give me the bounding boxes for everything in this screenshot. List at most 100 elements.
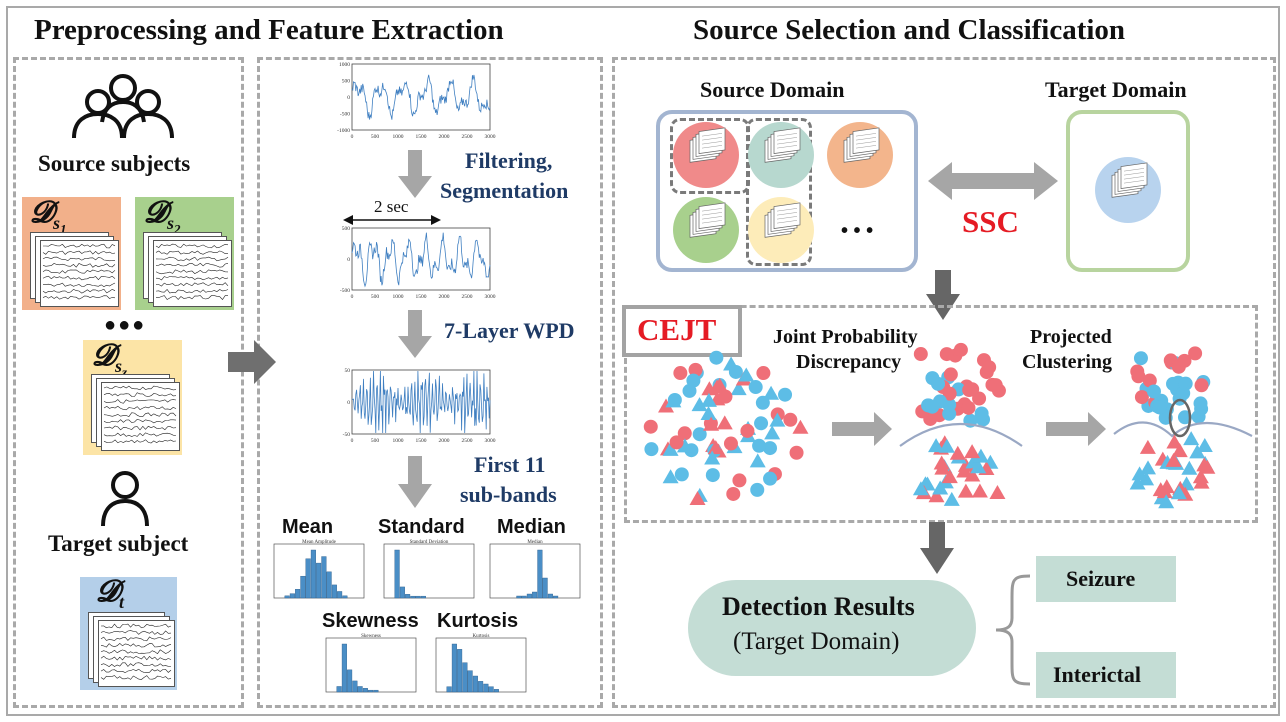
sample-dot: [953, 342, 968, 357]
feature-kurtosis: Kurtosis: [437, 610, 519, 632]
sample-triangle: [676, 438, 693, 453]
seizure-label: Seizure: [1066, 566, 1136, 591]
source-domain-circle: [748, 122, 814, 188]
sample-triangle: [933, 455, 950, 470]
sample-dot: [677, 426, 692, 441]
interictal-box: [1036, 652, 1176, 698]
sample-triangle: [938, 438, 955, 453]
sample-dot: [931, 376, 946, 391]
step-segmentation: Segmentation: [440, 178, 569, 203]
hist-bar: [295, 589, 301, 599]
seg-signal-ytick: 0: [347, 257, 350, 263]
sample-triangle: [700, 405, 717, 420]
raw-signal-ytick: -1000: [337, 128, 350, 134]
sample-dot: [943, 367, 958, 382]
hist-bar: [362, 688, 368, 693]
sample-triangle: [749, 453, 766, 468]
subband-signal-xtick: 3000: [485, 438, 496, 444]
arrow-down-icon: [398, 310, 432, 358]
sample-dot: [1178, 376, 1193, 391]
seg-signal-ytick: 500: [342, 226, 351, 232]
sample-triangle: [703, 416, 720, 431]
sample-triangle: [928, 438, 945, 453]
sample-triangle: [1166, 434, 1183, 449]
arrow-down-icon: [926, 270, 960, 320]
projected-curve: [1113, 421, 1253, 438]
source-domain-label: Source Domain: [700, 77, 845, 102]
subband-signal-xtick: 2000: [439, 438, 450, 444]
hist-bar: [516, 595, 522, 599]
hist-frame: [489, 543, 581, 599]
target-domain-label: Target Domain: [1045, 77, 1187, 102]
subband-signal-xtick: 0: [351, 438, 354, 444]
raw-signal-xtick: 2000: [439, 134, 450, 140]
raw-signal-xtick: 0: [351, 134, 354, 140]
hist-bar: [394, 549, 400, 599]
hist-title: Standard Deviation: [410, 540, 449, 545]
sample-triangle: [1170, 485, 1187, 500]
sample-triangle: [928, 488, 945, 503]
sample-dot: [705, 468, 720, 483]
sample-triangle: [941, 469, 958, 484]
sample-triangle: [971, 483, 988, 498]
sample-triangle: [1165, 452, 1182, 467]
cejt-badge: [622, 305, 742, 357]
sample-triangle: [1139, 439, 1156, 454]
hist-frame: [325, 637, 417, 693]
hist-title: Kurtosis: [473, 634, 490, 639]
sample-triangle: [1196, 438, 1213, 453]
subband-signal-xtick: 500: [371, 438, 380, 444]
group-people-icon: [72, 74, 174, 139]
sample-triangle: [658, 398, 675, 413]
sample-triangle: [1192, 469, 1209, 484]
sample-triangle: [1158, 494, 1175, 509]
sample-dot: [1130, 364, 1145, 379]
hist-bar: [451, 643, 457, 693]
sample-triangle: [689, 490, 706, 505]
sample-triangle: [662, 441, 679, 456]
seg-signal-xtick: 1000: [393, 294, 404, 300]
sample-dot: [988, 378, 1003, 393]
hist-bar: [342, 595, 348, 599]
dataset-sub: s: [115, 356, 123, 376]
sample-triangle: [769, 412, 786, 427]
subband-signal-ytick: 0: [347, 400, 350, 406]
hist-bar: [368, 689, 374, 693]
sample-triangle: [932, 480, 949, 495]
cejt-panel: [624, 305, 1258, 523]
sample-dot: [913, 347, 928, 362]
eeg-stack-s1: [30, 232, 119, 307]
jpd-label-2: Discrepancy: [796, 351, 902, 373]
raw-signal-ytick: -500: [340, 112, 350, 118]
hist-bar: [537, 549, 543, 599]
dataset-symbol: 𝓓: [92, 339, 116, 372]
sample-dot: [752, 438, 767, 453]
dataset-symbol: 𝓓: [30, 196, 54, 229]
sample-dot: [750, 482, 765, 497]
sample-dot: [982, 360, 997, 375]
hist-bar: [337, 591, 343, 599]
sample-triangle: [730, 381, 747, 396]
sample-dot: [748, 380, 763, 395]
dataset-symbol: 𝓓: [96, 575, 120, 608]
hist-bar: [284, 595, 290, 599]
seg-signal-ytick: -500: [340, 288, 350, 294]
sample-dot: [1194, 378, 1209, 393]
ellipsis: ●●●: [104, 314, 147, 336]
pc-label-1: Projected: [1030, 326, 1112, 348]
step-wpd: 7-Layer WPD: [444, 318, 575, 343]
hist-bar: [316, 562, 322, 599]
arrow-right-icon: [1046, 412, 1106, 446]
sample-dot: [1166, 376, 1181, 391]
dataset-label-s1: 𝓓s1: [30, 196, 67, 238]
dataset-label-t: 𝓓t: [96, 575, 124, 613]
right-panel-title: Source Selection and Classification: [693, 14, 1126, 46]
hist-bar: [493, 689, 499, 693]
sample-dot: [726, 486, 741, 501]
hist-bar: [488, 686, 494, 693]
sample-dot: [686, 373, 701, 388]
hist-bar: [336, 686, 342, 693]
raw-signal-xtick: 3000: [485, 134, 496, 140]
hist-bar: [553, 595, 559, 599]
